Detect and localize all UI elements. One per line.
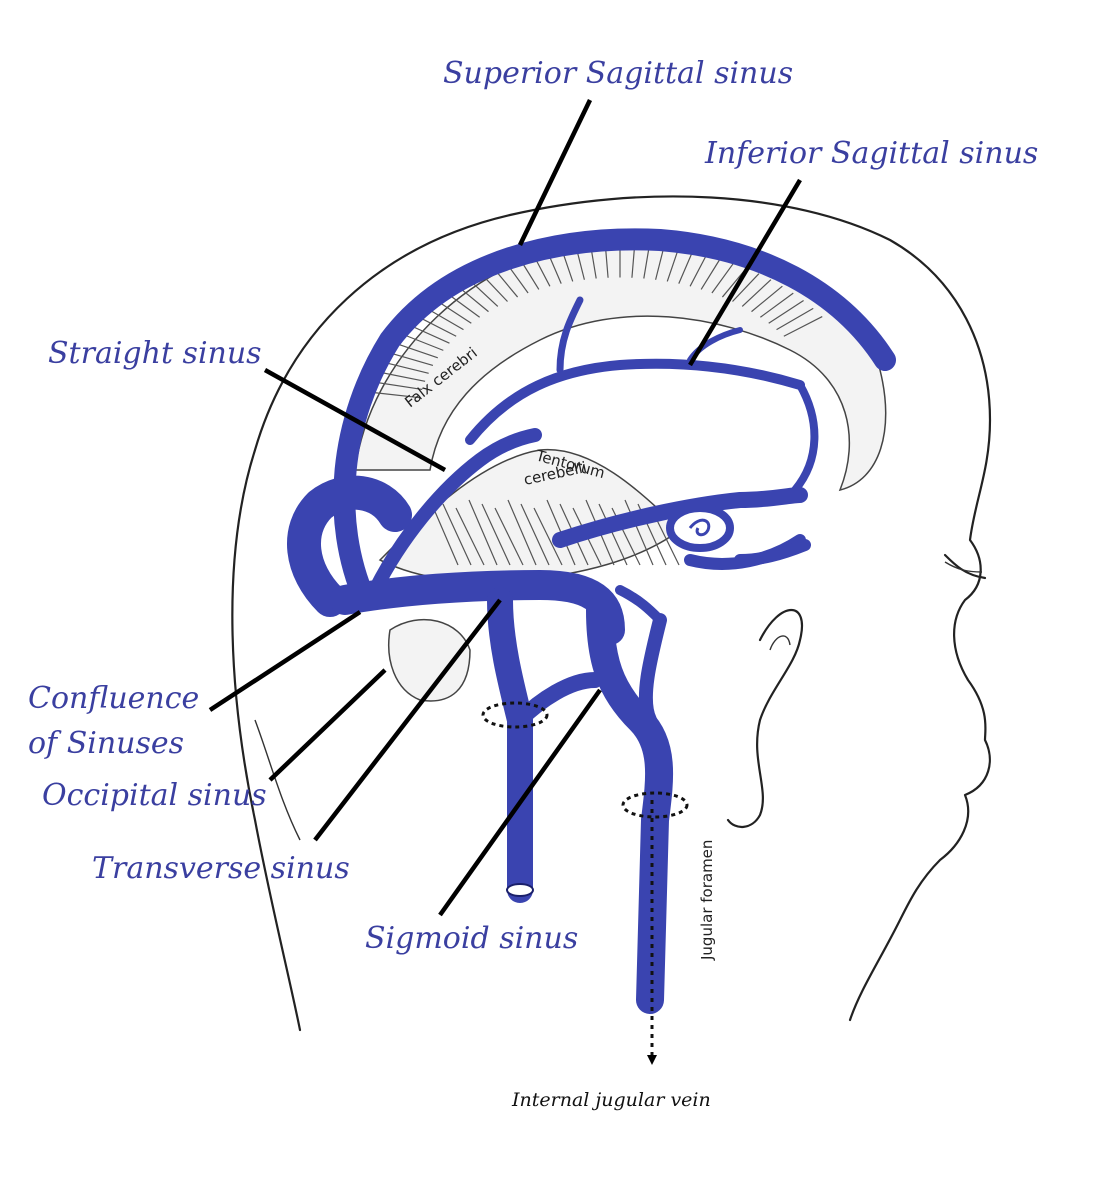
falx-cerebri [354,233,887,492]
falx-hatch-line [383,361,429,374]
falx-hatch-line [751,285,783,313]
falx-hatch-line [783,316,823,337]
falx-hatch-line [401,333,444,351]
label-confluence-1: Confluence [28,681,199,716]
pointer-superior-sagittal [517,99,593,246]
tentorium-hatch-line [494,507,524,566]
sinus-network [287,228,896,1014]
falx-hatch-line [776,307,814,331]
label-confluence-2: of Sinuses [28,726,184,761]
falx-hatch-line [388,352,434,367]
pointer-inferior-sagittal [688,178,802,367]
label-transverse: Transverse sinus [92,851,350,886]
falx-hatch-line [643,245,650,279]
cerebellum-region [388,618,471,702]
falx-hatch-line [700,258,721,290]
head-outline [231,195,992,1032]
tentorium-hatch-line [533,507,563,566]
falx-hatch-line [741,279,772,307]
foramen-markers [481,701,689,1065]
falx-hatch-line [375,381,423,391]
label-jugular-foramen: Jugular foramen [698,840,716,961]
tentorium-hatch-line [481,503,511,566]
pointer-arrows [208,99,802,917]
falx-hatch-line [678,251,694,284]
tentorium-cerebelli [378,448,682,583]
falx-hatch-line [394,342,438,359]
label-occipital: Occipital sinus [42,778,267,813]
tentorium-hatch-line [442,503,472,566]
label-straight: Straight sinus [48,336,262,371]
label-sigmoid: Sigmoid sinus [365,921,578,956]
label-internal-jugular: Internal jugular vein [511,1089,711,1111]
pointer-occipital [268,668,387,782]
falx-hatch-line [732,273,760,302]
label-superior-sagittal: Superior Sagittal sinus [443,56,793,91]
pointer-confluence [208,610,362,712]
tentorium-hatch-line [520,503,550,566]
pointer-transverse [313,598,502,842]
labels: Superior Sagittal sinus Inferior Sagitta… [28,56,1038,1111]
falx-hatch-line [436,300,472,324]
falx-hatch-line [409,324,450,344]
ear-icon [726,609,803,828]
falx-hatch-line [689,254,708,287]
tentorium-hatch-line [455,507,485,566]
falx-hatch-line [666,248,679,282]
pointer-straight [263,368,447,472]
tentorium-hatch-line [507,499,537,566]
falx-hatch-line [759,292,794,318]
tentorium-hatch-line [598,503,628,566]
tentorium-hatch-line [624,499,654,566]
pointer-sigmoid [438,688,602,917]
falx-hatch-line [379,371,426,382]
falx-hatch-line [417,316,457,337]
falx-hatch-line [711,262,734,294]
falx-hatch-line [655,246,665,280]
label-inferior-sagittal: Inferior Sagittal sinus [704,136,1038,171]
falx-hatch-line [768,300,804,324]
tentorium-hatch-line [468,499,498,566]
falx-hatch-line [426,307,464,331]
falx-hatch-line [373,391,421,399]
